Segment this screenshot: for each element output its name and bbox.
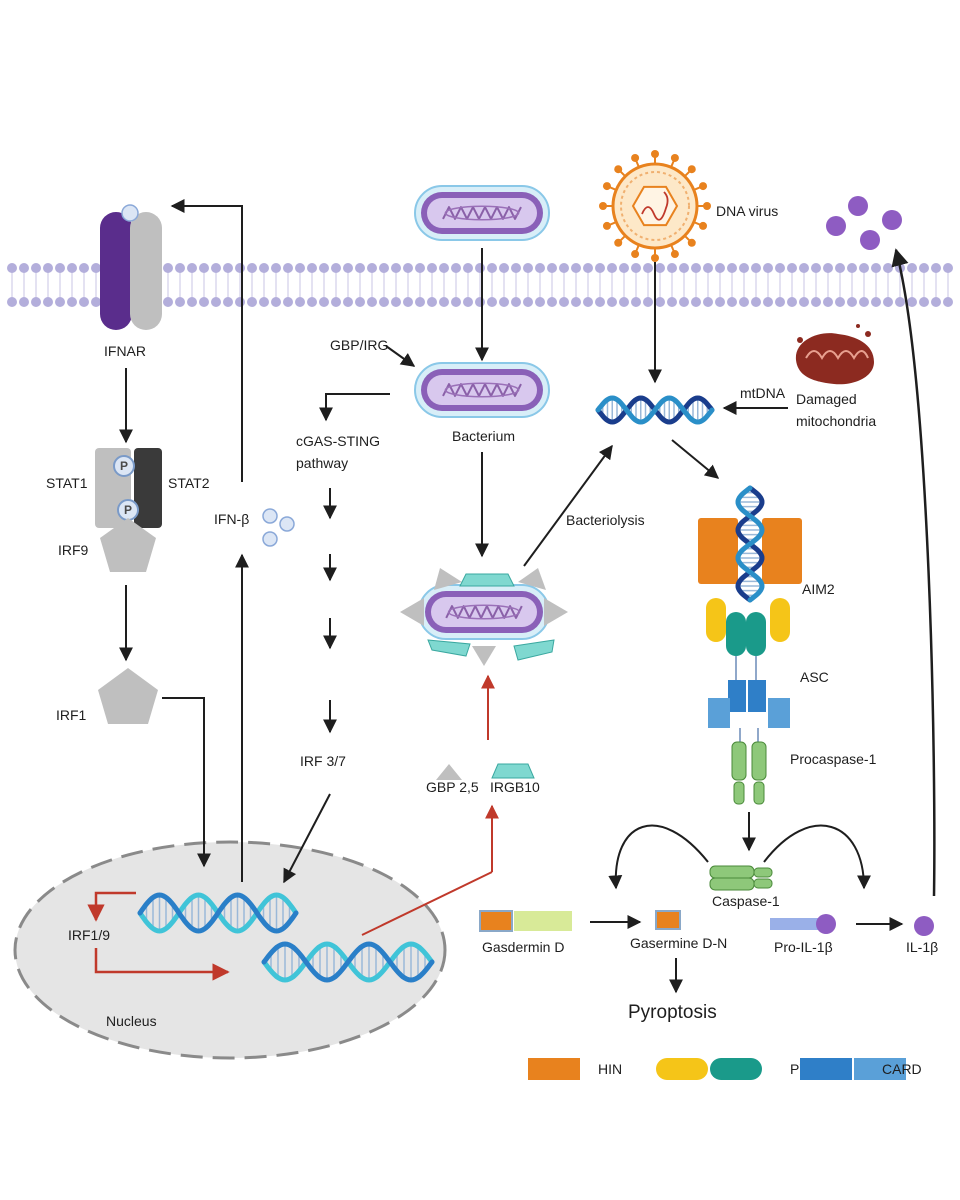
pro-il1b-shape: [770, 918, 820, 930]
arrow-ifnb-to-ifnar: [170, 199, 243, 482]
nucleus-dna-upper: [137, 892, 299, 934]
irf1-shape: [98, 668, 158, 724]
arrow-il1b-secretion: [891, 248, 936, 897]
arrow-red-irf19-to-dna: [94, 948, 230, 981]
stat-dimer: [95, 448, 162, 528]
stat1-label: STAT1: [46, 475, 88, 491]
gasdermin-dn-shape: [655, 910, 681, 930]
caspase1-label: Caspase-1: [712, 893, 780, 909]
irf1-label: IRF1: [56, 707, 87, 723]
aim2-pyd-domains: [706, 598, 790, 656]
aim2-dna: [735, 485, 765, 603]
bacterium-coated: [418, 584, 550, 640]
ifnar-receptor: [100, 204, 162, 330]
gbp-irg-label: GBP/IRG: [330, 337, 388, 353]
gasdermin-dn-label: Gasermine D-N: [630, 935, 727, 951]
nucleus-dna-lower: [261, 941, 435, 983]
asc-linkers: [735, 656, 757, 682]
phospho-p1: [113, 455, 135, 477]
stat2-label: STAT2: [168, 475, 210, 491]
cgas-label-line2: pathway: [296, 455, 348, 471]
irf9-shape: [100, 518, 156, 572]
arrow-dna-to-aim2: [671, 439, 720, 479]
aim2-label: AIM2: [802, 581, 835, 597]
gasdermin-d-shape: [479, 910, 572, 932]
arrow-casp-to-gasdermin: [608, 824, 709, 890]
procaspase1: [731, 728, 767, 805]
secreted-il1b: [826, 196, 902, 250]
aim2-hin-domains: [698, 518, 802, 584]
nucleus: [13, 840, 447, 1060]
legend: HINPYDCARD: [528, 1058, 922, 1080]
irgb10-shape: [491, 763, 535, 779]
mtdna-label: mtDNA: [740, 385, 786, 401]
p-label-1: P: [120, 459, 128, 473]
il1b-label: IL-1β: [906, 939, 938, 955]
pro-il1b-label: Pro-IL-1β: [774, 939, 833, 955]
irgb10-coat: [427, 573, 555, 661]
gbp25-shape: [436, 764, 462, 780]
damaged-mitochondria: [795, 324, 874, 385]
arrow-to-cgas: [319, 393, 390, 422]
legend-swatch: [710, 1058, 762, 1080]
pro-il1b-ball: [816, 914, 836, 934]
bacterium-extracellular: [414, 185, 550, 241]
bacteriolysis-label: Bacteriolysis: [566, 512, 645, 528]
damaged-label-line2: mitochondria: [796, 413, 876, 429]
legend-swatch: [854, 1058, 906, 1080]
pyroptosis-label: Pyroptosis: [628, 1002, 717, 1023]
gasdermin-d-label: Gasdermin D: [482, 939, 564, 955]
legend-swatch: [800, 1058, 852, 1080]
arrow-irf37-to-nucleus: [283, 793, 331, 884]
arrow-bacteriolysis: [523, 444, 613, 567]
cytosolic-dna: [595, 395, 715, 425]
legend-label: HIN: [598, 1061, 622, 1077]
legend-label: CARD: [882, 1061, 922, 1077]
arrow-red-dna-to-irgb10: [361, 871, 493, 936]
gbp25-label: GBP 2,5: [426, 779, 479, 795]
p-label-2: P: [124, 503, 132, 517]
bacterium-label: Bacterium: [452, 428, 515, 444]
irf19-label: IRF1/9: [68, 927, 110, 943]
nucleus-label: Nucleus: [106, 1013, 157, 1029]
ifnar-label: IFNAR: [104, 343, 146, 359]
gbp-coat: [400, 568, 568, 666]
ifn-beta-label: IFN-β: [214, 511, 249, 527]
procaspase1-label: Procaspase-1: [790, 751, 877, 767]
asc-label: ASC: [800, 669, 829, 685]
irf9-label: IRF9: [58, 542, 89, 558]
irf37-label: IRF 3/7: [300, 753, 346, 769]
caspase1: [709, 865, 773, 891]
arrow-gbp-irg: [385, 345, 416, 367]
il1b-ball: [914, 916, 934, 936]
cell-membrane: [7, 263, 953, 307]
arrow-irf1-to-nucleus: [162, 697, 211, 868]
asc-card-domains: [708, 680, 790, 728]
legend-swatch: [656, 1058, 708, 1080]
irgb10-label: IRGB10: [490, 779, 540, 795]
damaged-label-line1: Damaged: [796, 391, 857, 407]
arrow-red-irf19-loop: [87, 891, 136, 922]
legend-swatch: [528, 1058, 580, 1080]
dna-virus-label: DNA virus: [716, 203, 778, 219]
ifn-beta-molecules: [262, 508, 295, 547]
arrow-casp-to-il1b: [763, 824, 871, 890]
bacterium-intracellular: [414, 362, 550, 418]
dna-virus: [599, 150, 711, 262]
cgas-label-line1: cGAS-STING: [296, 433, 380, 449]
